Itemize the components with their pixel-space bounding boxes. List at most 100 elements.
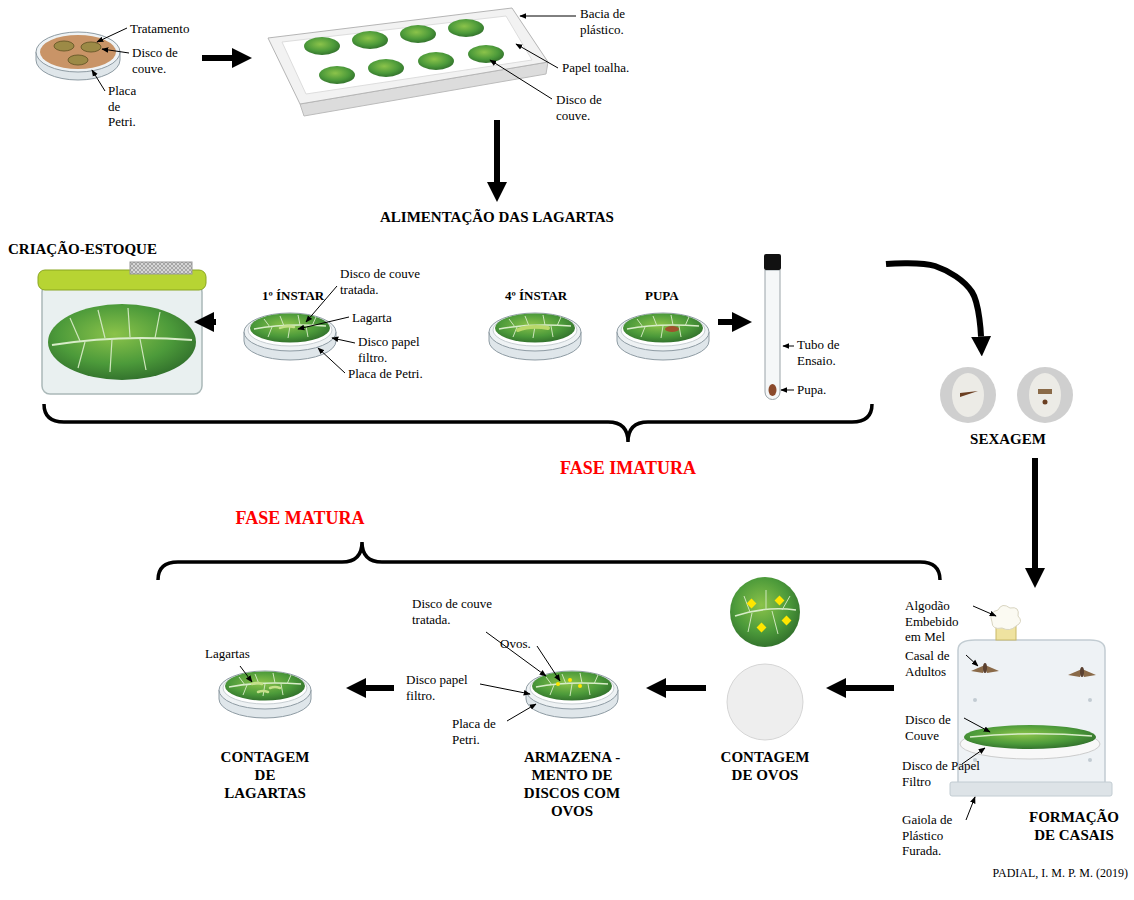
mating-cage [958, 640, 1105, 785]
flow-arrow [718, 319, 732, 325]
callout-label: Disco de couve. [132, 45, 194, 76]
storage-dishes [219, 671, 311, 718]
callout-label: Disco de Papel Filtro [902, 758, 982, 789]
egg-count-discs [727, 577, 803, 740]
flow-arrow [366, 685, 394, 691]
rearing-container [70, 308, 160, 372]
treatment-dish [40, 35, 116, 69]
leader-lines [537, 646, 560, 681]
callout-label: Lagarta [352, 310, 392, 326]
callout-label: Ovos. [500, 636, 531, 652]
egg-count-discs [782, 616, 792, 626]
plastic-basin [304, 37, 340, 55]
sexing-photos [940, 367, 1073, 423]
stage-caption: 4º ÍNSTAR [505, 288, 567, 304]
callout-label: Pupa. [797, 382, 826, 398]
plastic-basin [418, 52, 454, 70]
sexing-photos [1017, 367, 1073, 423]
flow-arrow [886, 263, 981, 336]
treatment-dish [36, 32, 120, 80]
storage-dishes [526, 671, 618, 718]
phase-label: FASE IMATURA [528, 458, 728, 480]
stage-node: SEXAGEM [936, 362, 1082, 452]
leader-lines [318, 348, 345, 373]
stage-node: Tubo de Ensaio. Pupa. [758, 252, 880, 402]
rearing-container [42, 284, 202, 394]
sexing-photos [940, 367, 996, 423]
treatment-dish [68, 55, 88, 65]
leader-lines [298, 317, 349, 329]
plastic-basin [319, 66, 355, 84]
mating-cage [1068, 667, 1096, 677]
storage-dishes [252, 683, 262, 684]
flow-arrow [202, 55, 232, 61]
credit-note: PADIAL, I. M. P. M. (2019) [992, 866, 1128, 880]
callout-label: Casal de Adultos [905, 648, 967, 679]
leader-lines [97, 28, 127, 42]
mating-cage [991, 605, 1021, 629]
stage-caption: CONTAGEM DE OVOS [712, 748, 818, 784]
test-tube [769, 384, 777, 396]
stage-node: FORMAÇÃO DE CASAISAlgodão Embebido em Me… [900, 594, 1132, 861]
leader-lines [516, 44, 558, 68]
petri-dishes [244, 313, 709, 360]
leader-lines [92, 16, 996, 820]
feed-arrow [494, 120, 500, 182]
callout-label: Lagartas [205, 646, 250, 662]
leader-lines [507, 704, 536, 721]
mating-cage [1080, 667, 1084, 677]
storage-dishes [258, 691, 268, 692]
flow-arrow [846, 685, 894, 691]
plastic-basin [282, 16, 532, 94]
treatment-dish [36, 32, 120, 72]
leader-lines [486, 632, 546, 676]
callout-label: Disco de couve. [556, 92, 626, 123]
treatment-dish [54, 41, 74, 51]
leader-lines [783, 346, 794, 347]
flow-arrow [1032, 458, 1038, 568]
mating-cage [983, 663, 987, 673]
callout-label: Disco papel filtro. [406, 672, 486, 703]
sexing-photos [960, 391, 978, 397]
leader-lines [973, 606, 996, 616]
petri-dishes [244, 313, 336, 360]
test-tube [764, 254, 781, 400]
petri-dishes [280, 326, 294, 328]
petri-dishes [617, 313, 709, 360]
stage-caption: CONTAGEM DE LAGARTAS [215, 748, 315, 802]
phase-label: FASE MATURA [200, 508, 400, 530]
leader-lines [92, 70, 105, 91]
stage-caption: PUPA [645, 288, 679, 304]
rearing-container [130, 262, 192, 274]
phase-bracket [158, 542, 940, 580]
stage-node: ARMAZENA -MENTO DE DISCOS COM OVOSDisco … [400, 592, 640, 832]
callout-label: Disco de Couve [905, 712, 967, 743]
stage-node: CONTAGEM DE OVOS [712, 572, 820, 790]
callout-label: Tubo de Ensaio. [797, 337, 877, 368]
sexing-photos [1043, 400, 1048, 405]
sexing-photos [1029, 373, 1061, 417]
storage-dishes [578, 684, 582, 688]
callout-label: Placa de Petri. [348, 366, 423, 382]
sexing-photos [1038, 389, 1052, 394]
callout-label: Gaiola de Plástico Furada. [902, 812, 968, 859]
callout-label: Bacia de plástico. [580, 6, 650, 37]
egg-count-discs [747, 599, 757, 609]
egg-count-discs [730, 577, 800, 647]
mating-cage [970, 734, 1092, 737]
section-heading: ALIMENTAÇÃO DAS LAGARTAS [297, 208, 697, 226]
stage-node: 4º ÍNSTAR [488, 282, 588, 360]
storage-dishes [568, 678, 572, 682]
test-tube [765, 270, 780, 400]
rearing-container [130, 262, 192, 274]
mating-cage [1088, 698, 1092, 702]
flow-arrow [666, 685, 706, 691]
stage-caption: SEXAGEM [936, 430, 1080, 448]
callout-label: Tratamento [130, 21, 189, 37]
leader-lines [966, 797, 975, 820]
mating-cage [971, 663, 999, 673]
stage-node: Bacia de plástico.Papel toalha.Disco de … [258, 2, 665, 125]
rearing-container [38, 262, 206, 394]
petri-dishes [665, 326, 679, 332]
